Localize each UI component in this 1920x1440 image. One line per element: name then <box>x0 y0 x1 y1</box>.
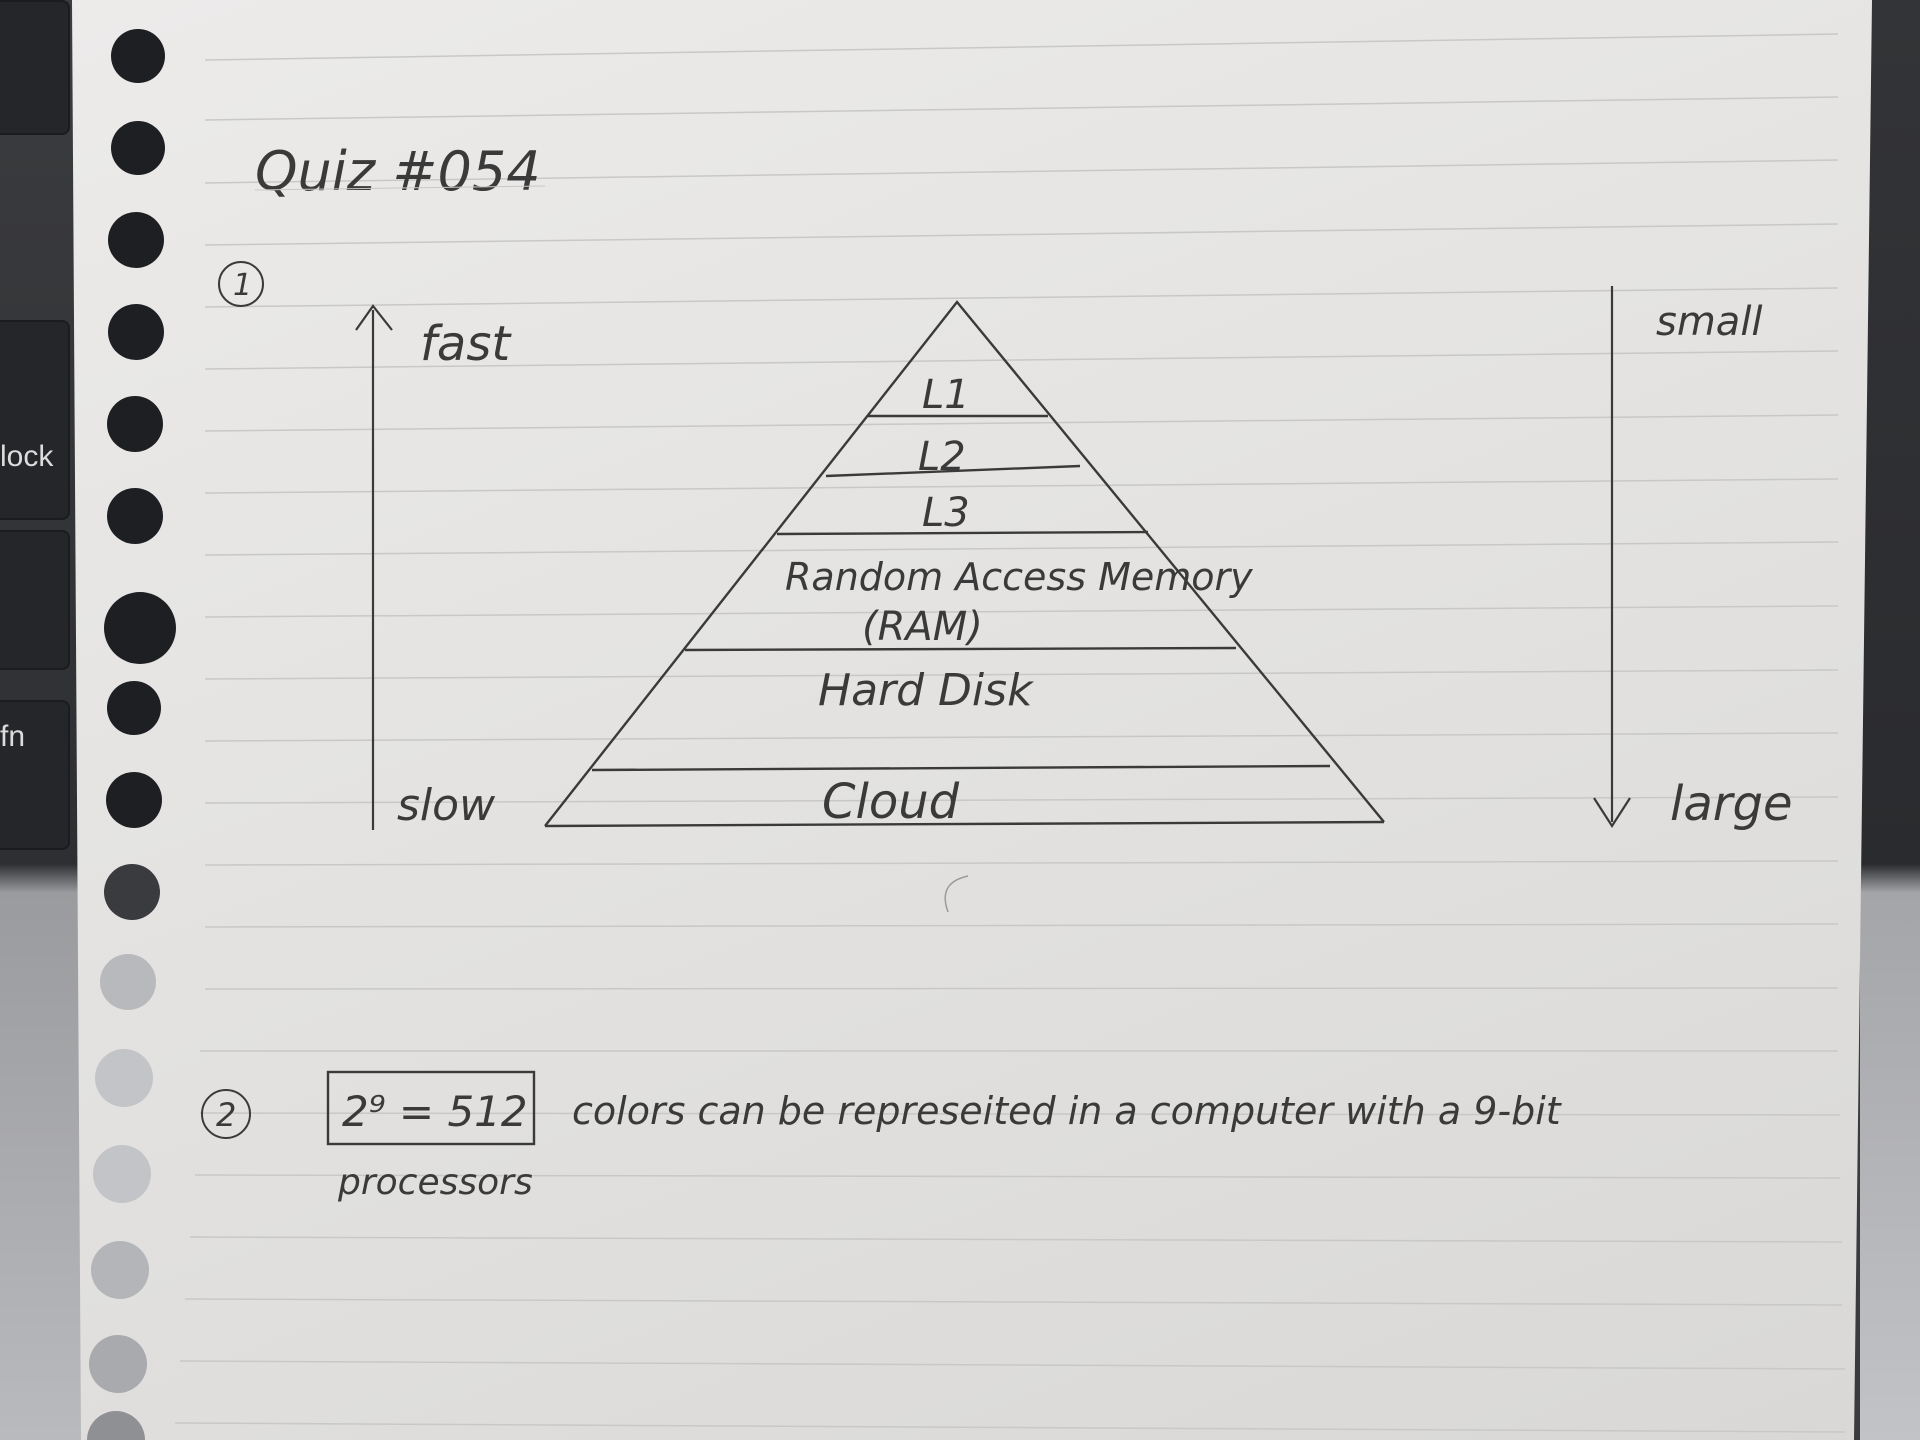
laptop-right-edge <box>1860 0 1920 1440</box>
question1-number-circle <box>218 261 264 307</box>
binder-hole <box>93 1145 151 1203</box>
binder-hole <box>91 1241 149 1299</box>
pyramid-level-l2: L2 <box>918 434 966 480</box>
binder-holes <box>87 29 176 1440</box>
pyramid-level-cloud: Cloud <box>822 774 960 830</box>
speed-axis-slow-label: slow <box>397 780 496 831</box>
binder-hole <box>89 1335 147 1393</box>
speed-axis-arrowhead <box>355 304 393 331</box>
pyramid-divider-l2 <box>825 464 1081 478</box>
question2-text-line1: colors can be represeited in a computer … <box>572 1089 1563 1133</box>
pyramid-outline <box>544 300 1385 827</box>
pyramid-level-l1: L1 <box>922 372 970 418</box>
binder-hole <box>95 1049 153 1107</box>
answer-boxed-value: 2⁹ = 512 <box>342 1087 528 1136</box>
key-top <box>0 0 70 135</box>
binder-hole <box>108 304 164 360</box>
binder-hole <box>107 396 163 452</box>
size-axis-arrowhead <box>1593 797 1631 829</box>
quiz-title: Quiz #054 <box>255 140 541 203</box>
pyramid-divider-ram <box>684 646 1237 652</box>
pyramid-level-l3: L3 <box>922 490 970 536</box>
pyramid-level-ram: Random Access Memory <box>785 555 1253 599</box>
binder-hole <box>87 1411 145 1440</box>
key-blank <box>0 530 70 670</box>
binder-hole <box>107 681 161 735</box>
binder-hole <box>106 772 162 828</box>
memory-pyramid <box>544 300 1385 828</box>
size-axis-small-label: small <box>1656 299 1763 345</box>
question1-number: 1 <box>233 268 252 303</box>
key-lock: lock <box>0 320 70 520</box>
pyramid-base <box>544 820 1385 828</box>
quiz-title-underline <box>254 185 546 191</box>
ruled-lines <box>174 33 1846 1433</box>
question2-number: 2 <box>216 1096 236 1134</box>
speed-axis-fast-label: fast <box>420 316 512 372</box>
pyramid-divider-disk <box>591 764 1331 772</box>
binder-hole <box>100 954 156 1010</box>
answer-box <box>326 1070 536 1146</box>
key-fn-label: fn <box>0 720 26 753</box>
question2-number-circle <box>201 1089 251 1139</box>
binder-hole <box>111 29 165 83</box>
pyramid-divider-l3 <box>776 530 1149 536</box>
binder-hole <box>111 121 165 175</box>
key-lock-label: lock <box>0 440 54 473</box>
binder-hole <box>104 864 160 920</box>
binder-hole <box>108 212 164 268</box>
question2-text-line2: processors <box>337 1162 533 1203</box>
binder-hole <box>107 488 163 544</box>
size-axis-large-label: large <box>1670 776 1792 832</box>
pencil-smudge <box>944 875 969 913</box>
key-fn: fn <box>0 700 70 850</box>
binder-hole <box>104 592 176 664</box>
pyramid-level-hard-disk: Hard Disk <box>818 665 1034 716</box>
pyramid-level-ram-abbrev: (RAM) <box>862 604 983 650</box>
